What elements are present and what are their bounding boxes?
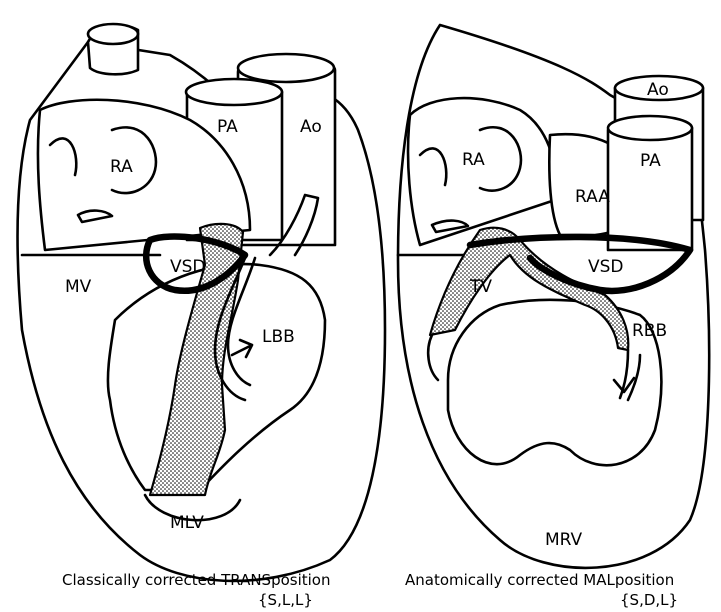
caption-right-line1: Anatomically corrected MALposition xyxy=(405,571,674,589)
right-heart xyxy=(398,25,709,568)
right-tv-lobe xyxy=(428,335,438,380)
left-svc-opening xyxy=(88,24,138,44)
label-left-pa: PA xyxy=(217,117,238,137)
label-right-mrv: MRV xyxy=(545,530,583,550)
label-left-ao: Ao xyxy=(300,117,322,137)
left-ao-opening xyxy=(238,54,334,82)
label-left-mv: MV xyxy=(65,277,92,297)
caption-left-line2: {S,L,L} xyxy=(258,591,313,609)
label-left-vsd: VSD xyxy=(170,257,206,277)
caption-right-line2: {S,D,L} xyxy=(620,591,678,609)
left-heart xyxy=(17,24,385,581)
captions: Classically corrected TRANSposition {S,L… xyxy=(62,571,678,609)
label-left-mlv: MLV xyxy=(170,513,204,533)
label-left-lbb: LBB xyxy=(262,327,295,347)
right-ra xyxy=(408,98,556,245)
label-right-ao: Ao xyxy=(647,80,669,100)
label-right-raa: RAA xyxy=(575,187,610,207)
left-pa-opening xyxy=(186,79,282,105)
label-right-vsd: VSD xyxy=(588,257,624,277)
label-right-tv: TV xyxy=(469,277,492,297)
caption-left-line1: Classically corrected TRANSposition xyxy=(62,571,330,589)
label-right-pa: PA xyxy=(640,151,661,171)
label-left-ra: RA xyxy=(110,157,133,177)
label-right-rbb: RBB xyxy=(632,321,667,341)
right-pa-opening xyxy=(608,116,692,140)
right-pa-tube xyxy=(608,128,692,250)
label-right-ra: RA xyxy=(462,150,485,170)
